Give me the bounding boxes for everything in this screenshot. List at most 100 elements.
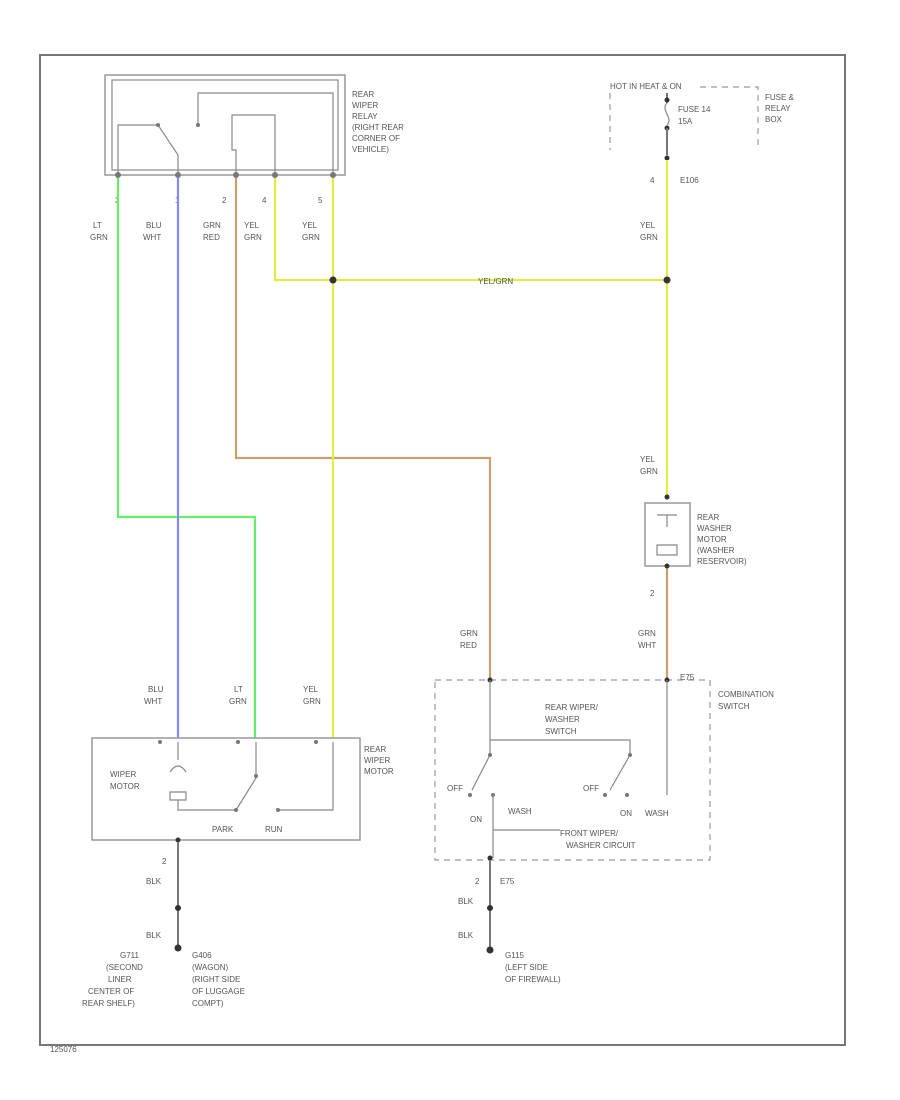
motor-label-1: REAR bbox=[364, 745, 386, 754]
combo-wire-left-b: RED bbox=[460, 641, 477, 650]
relay-label-4: (RIGHT REAR bbox=[352, 123, 404, 132]
relay-switch-left bbox=[117, 124, 179, 175]
relay-wire-1a: LT bbox=[93, 221, 102, 230]
relay-wire-5b: GRN bbox=[302, 233, 320, 242]
motor-inner-1: WIPER bbox=[110, 770, 136, 779]
motor-label-2: WIPER bbox=[364, 756, 390, 765]
combo-circuit-1: FRONT WIPER/ bbox=[560, 829, 619, 838]
diagram-border bbox=[39, 54, 846, 1046]
relay-wire-3a: GRN bbox=[203, 221, 221, 230]
hot-label: HOT IN HEAT & ON bbox=[610, 82, 682, 91]
washer-label-3: MOTOR bbox=[697, 535, 727, 544]
motor-ground-left-2: (SECOND bbox=[106, 963, 143, 972]
washer-label-4: (WASHER bbox=[697, 546, 735, 555]
combo-switch-left bbox=[471, 740, 491, 791]
washer-wire-in-a: YEL bbox=[640, 455, 656, 464]
wiper-motor-box bbox=[91, 737, 361, 841]
fuse-box-label-1: FUSE & bbox=[765, 93, 795, 102]
motor-wire-3b: GRN bbox=[303, 697, 321, 706]
motor-wire-blk2: BLK bbox=[146, 931, 162, 940]
motor-ground-right-2: (WAGON) bbox=[192, 963, 228, 972]
relay-label-6: VEHICLE) bbox=[352, 145, 389, 154]
combo-internal-ground bbox=[492, 795, 560, 858]
combo-wash-right: WASH bbox=[645, 809, 669, 818]
fuse-14 bbox=[664, 102, 670, 126]
fuse-box-dash-top bbox=[609, 86, 759, 150]
relay-wire-4b: GRN bbox=[244, 233, 262, 242]
washer-wire-out-a: GRN bbox=[638, 629, 656, 638]
combo-on-right: ON bbox=[620, 809, 632, 818]
wires: YEL/GRN bbox=[116, 160, 671, 740]
fuse-connector: E106 bbox=[680, 176, 699, 185]
washer-wire-in-b: GRN bbox=[640, 467, 658, 476]
motor-ground-right-4: OF LUGGAGE bbox=[192, 987, 245, 996]
fuse-wire-b: GRN bbox=[640, 233, 658, 242]
combo-sw-label-3: SWITCH bbox=[545, 727, 577, 736]
motor-wire-1a: BLU bbox=[148, 685, 164, 694]
motor-park: PARK bbox=[212, 825, 234, 834]
motor-wire-1b: WHT bbox=[144, 697, 162, 706]
motor-wire-2a: LT bbox=[234, 685, 243, 694]
relay-pin-2: 2 bbox=[222, 196, 227, 205]
motor-pin: 2 bbox=[162, 857, 167, 866]
combo-label-1: COMBINATION bbox=[718, 690, 774, 699]
motor-wire-blk1: BLK bbox=[146, 877, 162, 886]
relay-label-1: REAR bbox=[352, 90, 374, 99]
relay-wire-1b: GRN bbox=[90, 233, 108, 242]
combo-ground-2: (LEFT SIDE bbox=[505, 963, 548, 972]
combo-ground-3: OF FIREWALL) bbox=[505, 975, 561, 984]
combo-switch-box bbox=[434, 679, 711, 861]
relay-wire-2a: BLU bbox=[146, 221, 162, 230]
combo-switch-right bbox=[609, 754, 631, 791]
combo-on-left: ON bbox=[470, 815, 482, 824]
motor-wire-2b: GRN bbox=[229, 697, 247, 706]
combo-wire-blk2: BLK bbox=[458, 931, 474, 940]
combo-conn-bottom: E75 bbox=[500, 877, 515, 886]
rear-wiper-motor: BLU WHT LT GRN YEL GRN WIPER MOTOR PARK … bbox=[82, 685, 394, 1008]
wire-grn-red bbox=[234, 178, 492, 680]
motor-ground-left-4: CENTER OF bbox=[88, 987, 134, 996]
motor-winding bbox=[169, 791, 187, 801]
splice-left bbox=[329, 276, 337, 284]
motor-inner-2: MOTOR bbox=[110, 782, 140, 791]
washer-label-1: REAR bbox=[697, 513, 719, 522]
relay-inner bbox=[111, 79, 339, 171]
combo-wash-left: WASH bbox=[508, 807, 532, 816]
relay-wire-5a: YEL bbox=[302, 221, 318, 230]
washer-label-5: RESERVOIR) bbox=[697, 557, 747, 566]
combo-off-right: OFF bbox=[583, 784, 599, 793]
fuse-box-label-3: BOX bbox=[765, 115, 783, 124]
relay-label: REAR WIPER RELAY (RIGHT REAR CORNER OF V… bbox=[352, 90, 404, 154]
relay-pin-4: 4 bbox=[262, 196, 267, 205]
washer-pin: 2 bbox=[650, 589, 655, 598]
motor-armature bbox=[169, 765, 187, 773]
relay-label-5: CORNER OF bbox=[352, 134, 400, 143]
relay-wire-3b: RED bbox=[203, 233, 220, 242]
combo-wire-left-a: GRN bbox=[460, 629, 478, 638]
motor-wire-3a: YEL bbox=[303, 685, 319, 694]
fuse-label: FUSE 14 bbox=[678, 105, 711, 114]
relay-wire-4a: YEL bbox=[244, 221, 260, 230]
combo-pin: 2 bbox=[475, 877, 480, 886]
relay-pin-5: 5 bbox=[318, 196, 323, 205]
combo-ground-1: G115 bbox=[505, 951, 525, 960]
motor-run: RUN bbox=[265, 825, 283, 834]
relay-coil bbox=[231, 114, 276, 175]
combination-switch: GRN RED E75 COMBINATION SWITCH REAR WIPE… bbox=[434, 629, 774, 984]
motor-ground-right-3: (RIGHT SIDE bbox=[192, 975, 240, 984]
fuse-pin: 4 bbox=[650, 176, 655, 185]
washer-wire-out-b: WHT bbox=[638, 641, 656, 650]
combo-switch-link bbox=[489, 680, 631, 755]
rear-washer-motor: YEL GRN REAR WASHER MOTOR (WASHER RESERV… bbox=[638, 455, 747, 650]
splice-label: YEL/GRN bbox=[478, 277, 513, 286]
wire-yel-grn-relay bbox=[273, 178, 667, 282]
fuse-block: HOT IN HEAT & ON FUSE 14 15A FUSE & RELA… bbox=[609, 82, 795, 242]
combo-circuit-2: WASHER CIRCUIT bbox=[566, 841, 636, 850]
motor-label-3: MOTOR bbox=[364, 767, 394, 776]
motor-ground-left-5: REAR SHELF) bbox=[82, 999, 135, 1008]
relay-wire-2b: WHT bbox=[143, 233, 161, 242]
washer-label-2: WASHER bbox=[697, 524, 732, 533]
splice-right bbox=[663, 276, 671, 284]
combo-sw-label-1: REAR WIPER/ bbox=[545, 703, 599, 712]
combo-off-left: OFF bbox=[447, 784, 463, 793]
